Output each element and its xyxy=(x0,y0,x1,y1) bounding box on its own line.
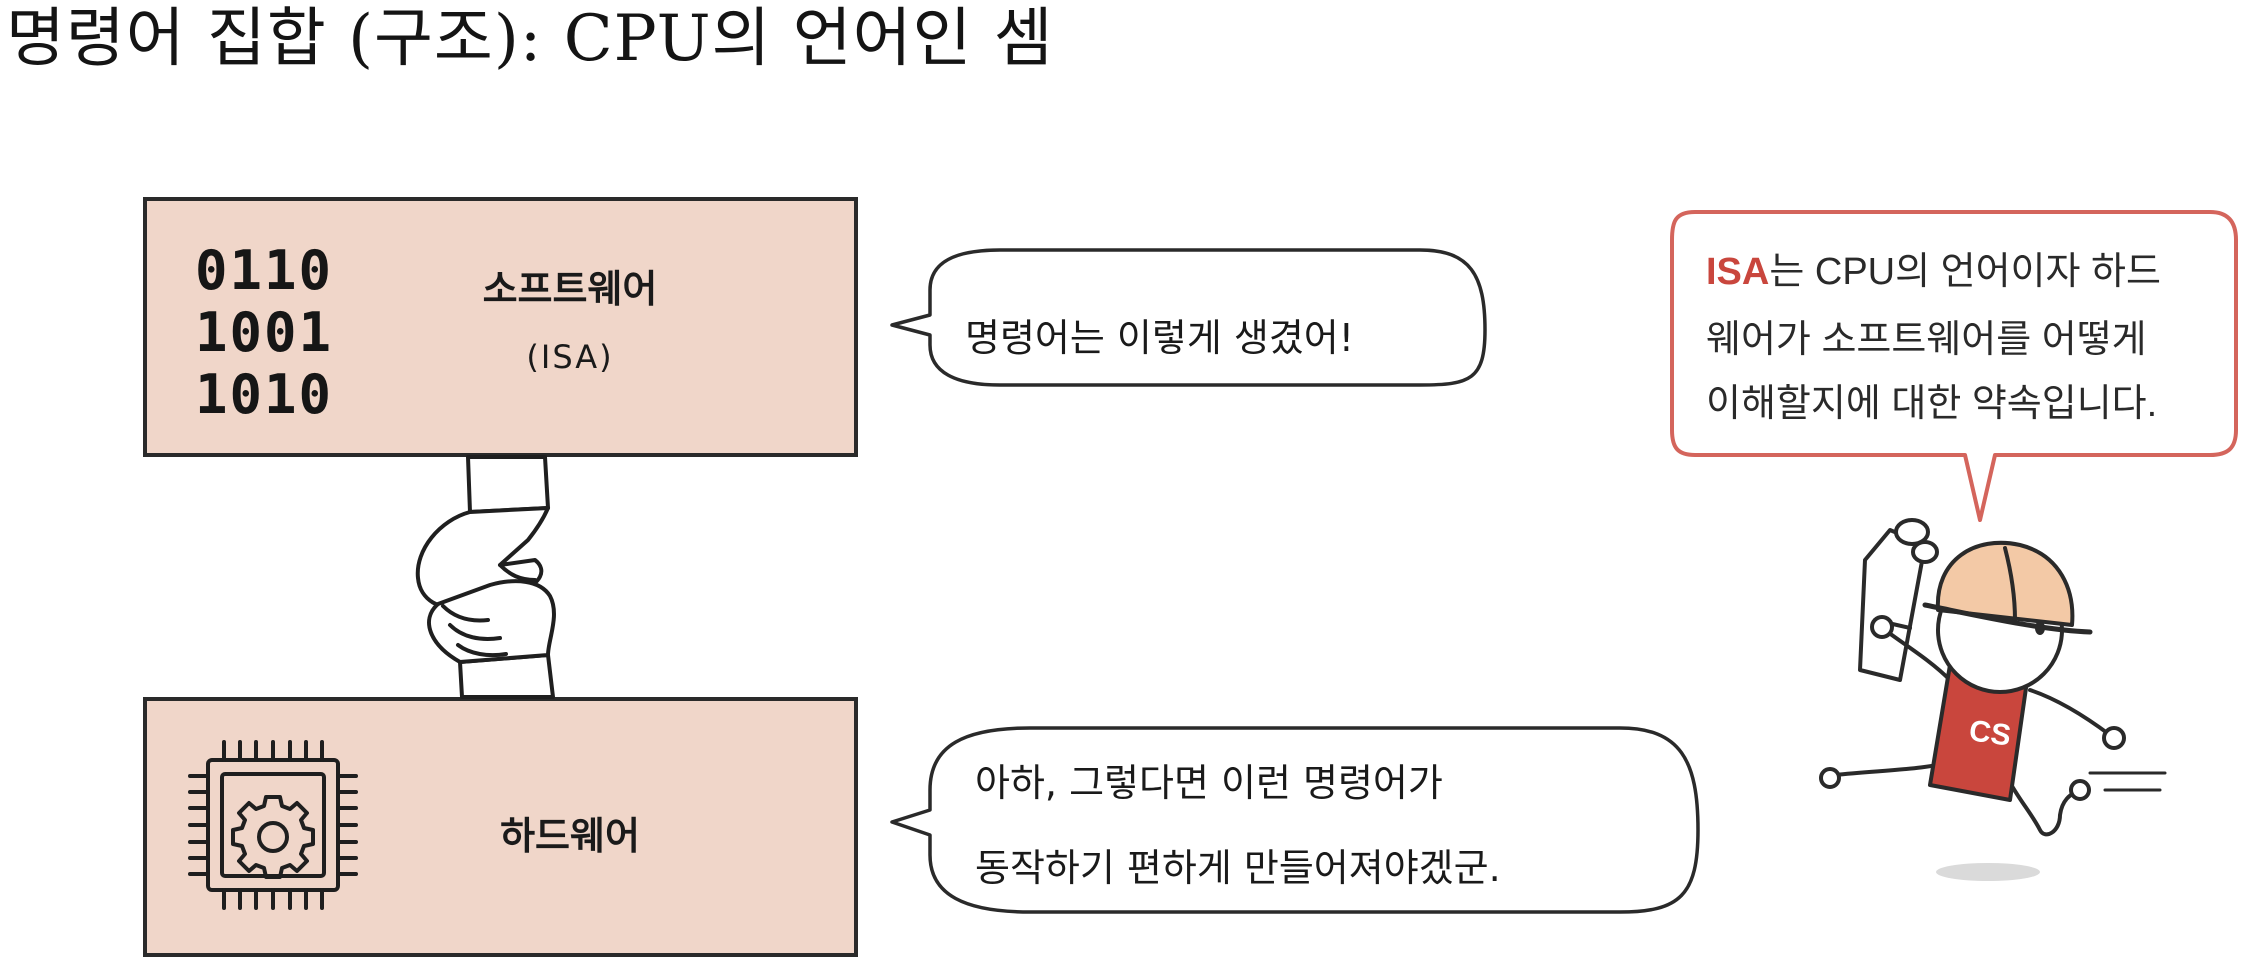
mascot-badge: CS xyxy=(1967,714,2013,752)
binary-row: 1010 xyxy=(195,363,334,426)
note-accent: ISA xyxy=(1706,251,1770,293)
hardware-label: 하드웨어 xyxy=(500,814,640,858)
binary-row: 1001 xyxy=(195,301,334,364)
software-bubble-text: 명령어는 이렇게 생겼어! xyxy=(965,316,1354,360)
binary-code: 0110 1001 1010 xyxy=(195,240,333,426)
software-label: 소프트웨어 xyxy=(482,267,658,311)
software-box xyxy=(143,197,858,457)
note-line: ISA는 CPU의 언어이자 하드 xyxy=(1706,240,2161,295)
hardware-bubble-line: 아하, 그렇다면 이런 명령어가 xyxy=(975,761,1443,805)
note-line: 이해할지에 대한 약속입니다. xyxy=(1706,383,2158,425)
note-line-rest: 는 CPU의 언어이자 하드 xyxy=(1769,251,2161,293)
note-line: 웨어가 소프트웨어를 어떻게 xyxy=(1706,319,2147,361)
binary-row: 0110 xyxy=(195,239,334,302)
hardware-bubble-line: 동작하기 편하게 만들어져야겠군. xyxy=(975,846,1501,890)
isa-label: (ISA) xyxy=(526,338,614,376)
blueprint-roll-icon xyxy=(1858,518,1939,682)
mascot xyxy=(1819,518,2167,881)
page-title: 명령어 집합 (구조): CPU의 언어인 셈 xyxy=(6,2,1054,76)
handshake-icon xyxy=(415,455,556,699)
